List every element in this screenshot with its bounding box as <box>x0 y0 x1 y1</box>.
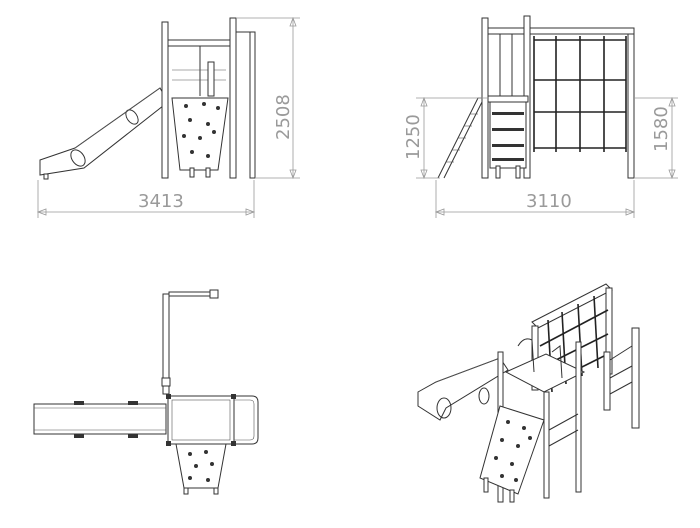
front-view: 3110 1250 1580 <box>403 15 678 218</box>
isometric-view <box>417 283 640 503</box>
top-platform <box>166 394 259 446</box>
front-climbing-net <box>533 36 627 152</box>
side-dimensions <box>36 16 300 218</box>
side-slide <box>39 87 169 180</box>
top-climbing-wall <box>175 443 227 495</box>
side-climbing-wall <box>171 97 229 178</box>
side-width-label: 3413 <box>138 191 184 212</box>
side-frame <box>161 17 256 179</box>
front-climber <box>489 101 527 179</box>
iso-side-panel <box>603 327 640 429</box>
top-net-beam <box>161 289 219 395</box>
iso-slide <box>417 357 509 421</box>
front-dimensions <box>416 96 678 218</box>
front-net-height-label: 1580 <box>651 106 672 152</box>
front-ladder <box>437 97 485 179</box>
front-platform-height-label: 1250 <box>403 114 424 160</box>
side-view: 3413 2508 <box>36 16 300 218</box>
iso-climbing-wall <box>479 405 545 503</box>
side-height-label: 2508 <box>273 94 294 140</box>
top-view <box>33 289 259 495</box>
front-width-label: 3110 <box>526 191 572 212</box>
top-slide <box>33 401 167 438</box>
